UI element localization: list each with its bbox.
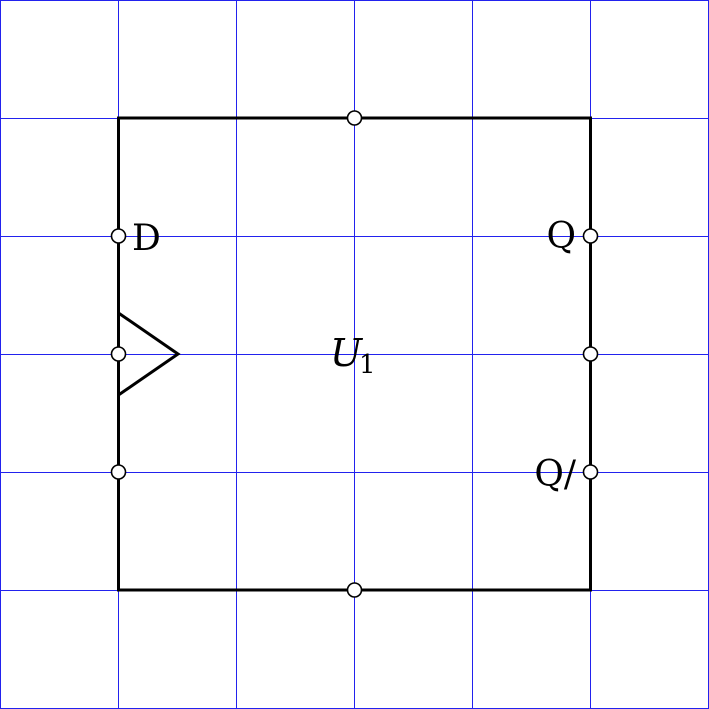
pins xyxy=(110,110,599,598)
pin-d[interactable] xyxy=(110,228,127,244)
pin-label-q: Q xyxy=(546,216,576,257)
pin-q[interactable] xyxy=(582,228,599,244)
pin-clock[interactable] xyxy=(110,346,127,362)
clock-input-triangle xyxy=(117,311,181,397)
pin-right-middle[interactable] xyxy=(582,346,599,362)
pin-left-lower[interactable] xyxy=(110,464,127,480)
pin-q-bar[interactable] xyxy=(582,464,599,480)
component-designator: U 1 xyxy=(330,331,376,380)
component-name-subscript: 1 xyxy=(359,350,376,380)
pin-label-q-bar: Q/ xyxy=(534,454,577,495)
component-name: U xyxy=(330,331,364,375)
pin-bottom[interactable] xyxy=(346,582,363,598)
pin-top[interactable] xyxy=(346,110,363,126)
pin-label-d: D xyxy=(132,218,161,259)
